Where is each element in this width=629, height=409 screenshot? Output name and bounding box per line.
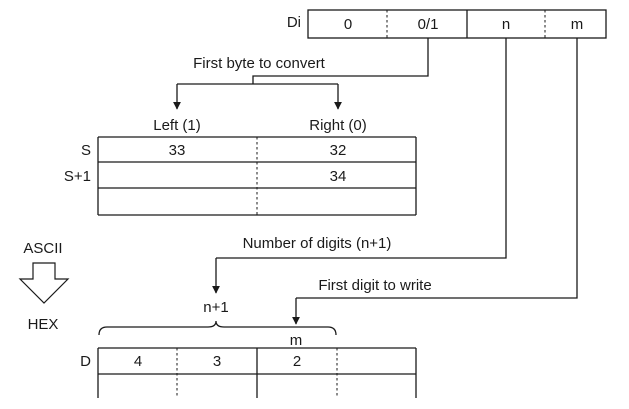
control-word-digit-1: n — [502, 16, 510, 33]
column-left-label: Left (1) — [153, 117, 201, 134]
source-cell: 33 — [169, 142, 186, 159]
row-label-s-plus-1: S+1 — [64, 168, 91, 185]
control-word-digit-0: m — [571, 16, 584, 33]
conversion-indicator: ASCII HEX — [18, 240, 70, 333]
control-word-digit-3: 0 — [344, 16, 352, 33]
down-arrow-icon — [18, 262, 70, 304]
first-byte-arrows — [173, 38, 429, 110]
destination-cell: 3 — [213, 353, 221, 370]
first-digit-caption: First digit to write — [318, 277, 431, 294]
control-word-digit-2: 0/1 — [418, 16, 439, 33]
destination-label: D — [80, 353, 91, 370]
control-word: Di 0 0/1 n m — [287, 9, 607, 39]
destination-cell: 2 — [293, 353, 301, 370]
conversion-from-label: ASCII — [23, 240, 62, 257]
digits-arrow — [212, 38, 507, 294]
brace-outer-label: n+1 — [203, 299, 228, 316]
source-cell: 32 — [330, 142, 347, 159]
digits-caption: Number of digits (n+1) — [243, 235, 392, 252]
destination-table: D 4 3 2 — [80, 347, 417, 398]
brace-outer — [98, 320, 337, 336]
destination-cell: 4 — [134, 353, 142, 370]
conversion-to-label: HEX — [28, 316, 59, 333]
row-label-s: S — [81, 142, 91, 159]
brace-inner-label: m — [290, 332, 303, 349]
first-digit-arrow — [292, 38, 578, 325]
source-cell: 34 — [330, 168, 347, 185]
first-byte-caption: First byte to convert — [193, 55, 326, 72]
column-right-label: Right (0) — [309, 117, 367, 134]
control-word-box — [307, 9, 607, 39]
control-word-label: Di — [287, 14, 301, 31]
source-table: Left (1) Right (0) S S+1 33 32 34 — [64, 117, 417, 216]
